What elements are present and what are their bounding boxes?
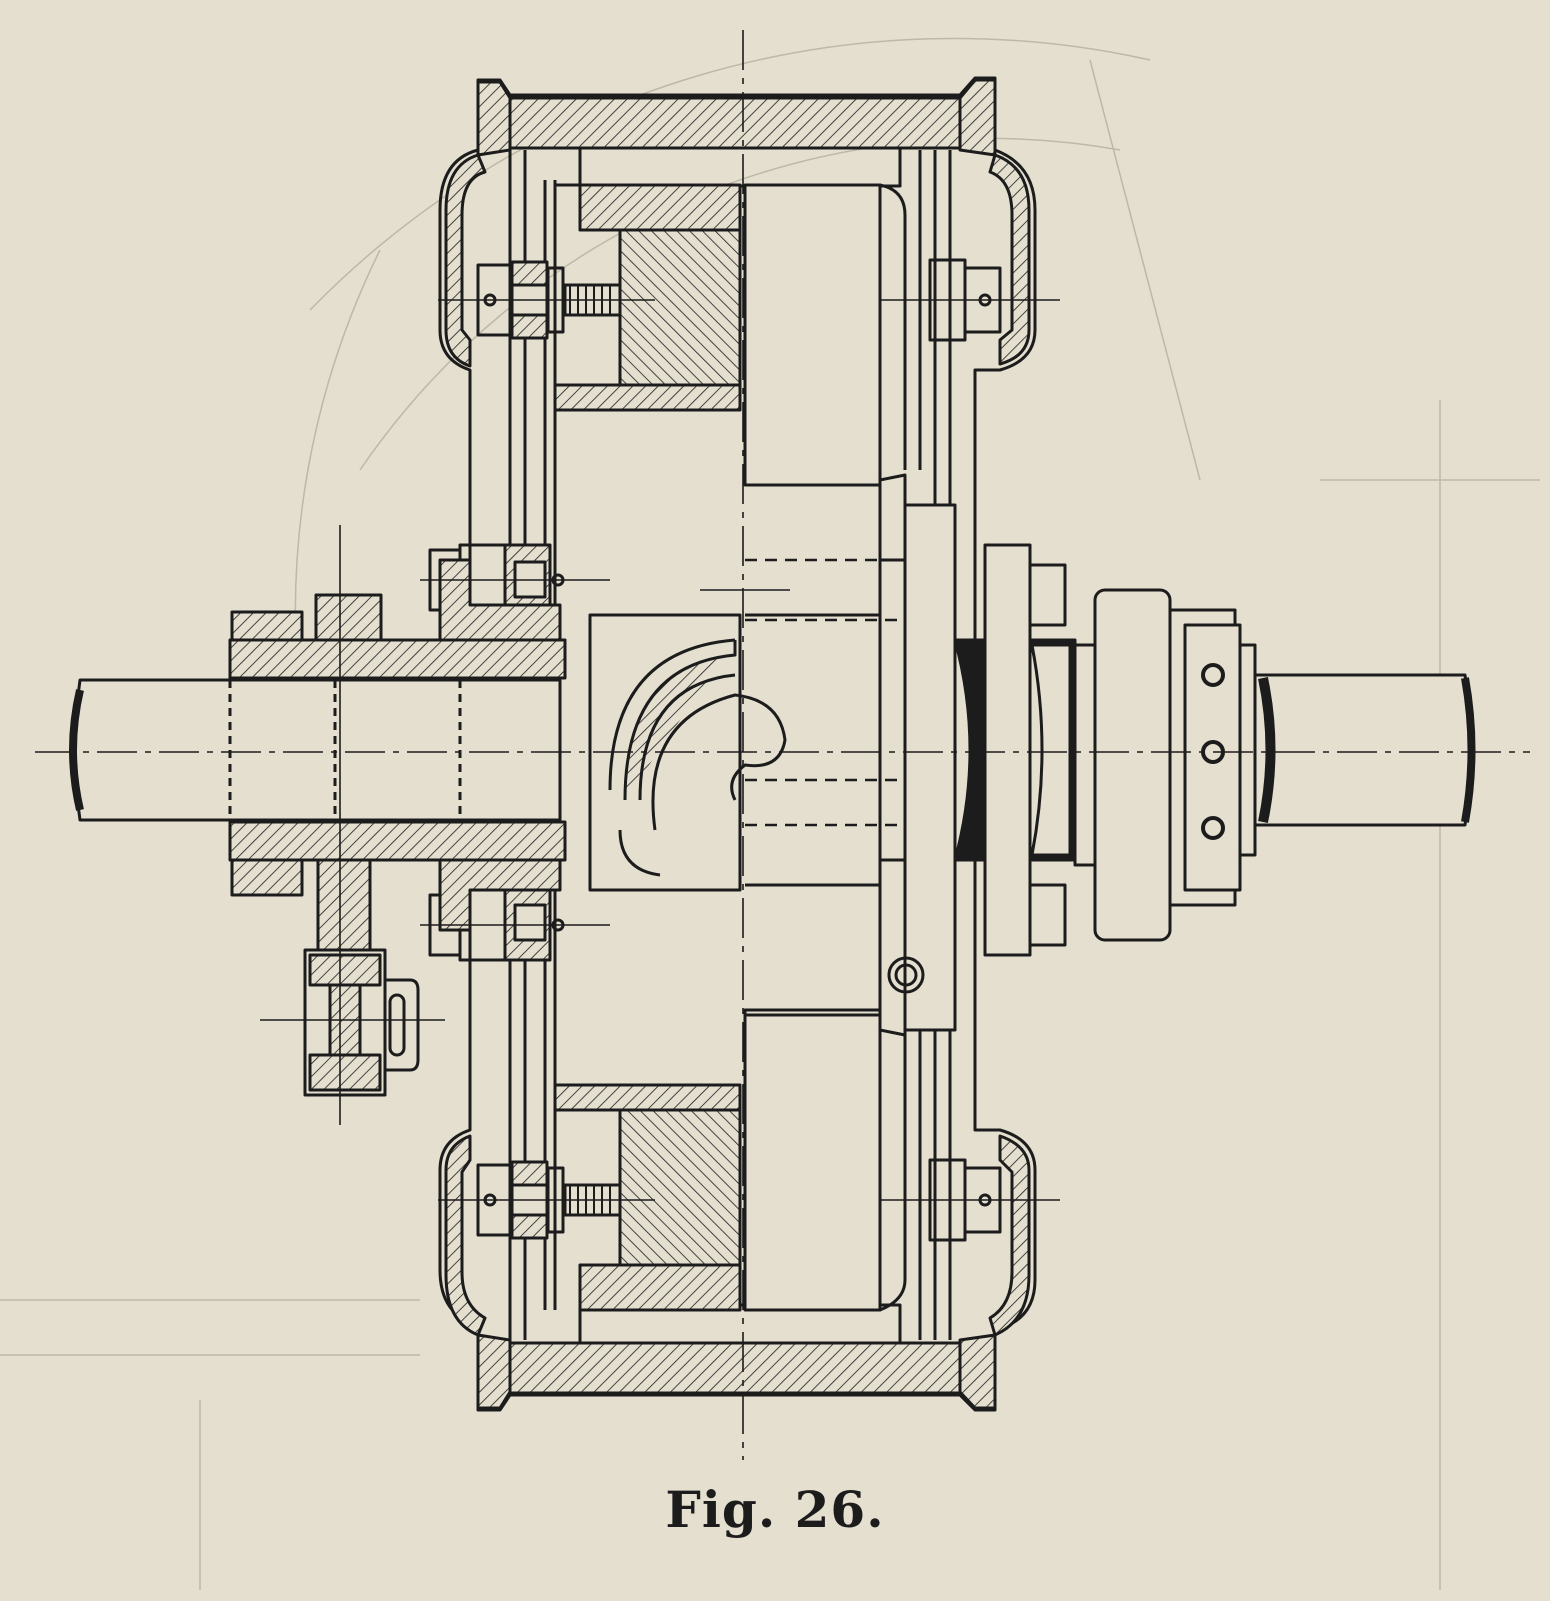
figure-caption: Fig. 26. xyxy=(665,1480,885,1539)
rim-top xyxy=(508,96,962,150)
center-lines xyxy=(35,30,1530,1460)
right-shaft xyxy=(1253,673,1473,827)
right-flange-hub xyxy=(1093,588,1172,942)
rim-bottom xyxy=(508,1341,962,1395)
left-shaft xyxy=(73,678,562,822)
crank-arm xyxy=(878,473,957,1037)
flange-bolt-lower xyxy=(428,883,565,962)
